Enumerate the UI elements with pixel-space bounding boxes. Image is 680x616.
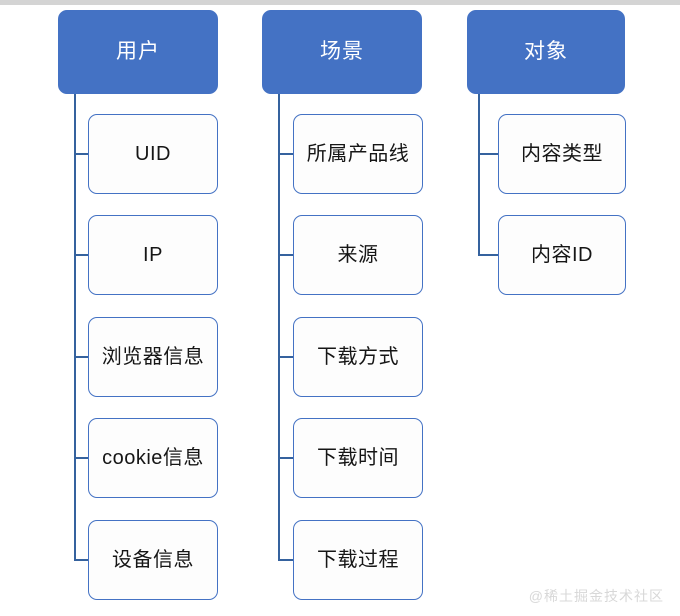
tree-root-object[interactable]: 对象 [467, 10, 625, 94]
tree-root-label: 对象 [524, 40, 568, 64]
tree-root-label: 场景 [320, 40, 364, 64]
tree-leaf-label: 下载过程 [317, 549, 399, 571]
tree-leaf-label: 设备信息 [112, 549, 194, 571]
connector-stem-object [478, 94, 480, 255]
tree-leaf-user-1[interactable]: IP [88, 215, 218, 295]
connector-branch-user-2 [74, 356, 88, 358]
connector-branch-user-3 [74, 457, 88, 459]
connector-branch-object-1 [478, 254, 498, 256]
tree-leaf-label: 内容ID [531, 244, 593, 266]
tree-leaf-label: 内容类型 [521, 143, 603, 165]
tree-leaf-label: 下载时间 [317, 447, 399, 469]
tree-leaf-label: 来源 [337, 244, 379, 266]
watermark: @稀土掘金技术社区 [528, 588, 664, 604]
tree-leaf-scene-0[interactable]: 所属产品线 [293, 114, 423, 194]
connector-branch-scene-3 [278, 457, 293, 459]
tree-leaf-user-0[interactable]: UID [88, 114, 218, 194]
tree-leaf-label: 所属产品线 [306, 143, 410, 165]
connector-branch-scene-0 [278, 153, 293, 155]
connector-stem-scene [278, 94, 280, 560]
tree-leaf-object-1[interactable]: 内容ID [498, 215, 626, 295]
connector-branch-scene-2 [278, 356, 293, 358]
connector-branch-user-4 [74, 559, 88, 561]
tree-leaf-user-3[interactable]: cookie信息 [88, 418, 218, 498]
tree-leaf-scene-2[interactable]: 下载方式 [293, 317, 423, 397]
tree-root-user[interactable]: 用户 [58, 10, 218, 94]
tree-leaf-label: UID [135, 143, 171, 165]
connector-branch-user-1 [74, 254, 88, 256]
tree-leaf-scene-4[interactable]: 下载过程 [293, 520, 423, 600]
connector-branch-scene-4 [278, 559, 293, 561]
tree-root-scene[interactable]: 场景 [262, 10, 422, 94]
connector-branch-object-0 [478, 153, 498, 155]
connector-branch-scene-1 [278, 254, 293, 256]
tree-root-label: 用户 [116, 40, 160, 64]
tree-leaf-user-2[interactable]: 浏览器信息 [88, 317, 218, 397]
connector-branch-user-0 [74, 153, 88, 155]
tree-leaf-label: 下载方式 [317, 346, 399, 368]
connector-stem-user [74, 94, 76, 560]
tree-leaf-label: cookie信息 [102, 447, 204, 469]
tree-leaf-scene-1[interactable]: 来源 [293, 215, 423, 295]
tree-leaf-scene-3[interactable]: 下载时间 [293, 418, 423, 498]
tree-leaf-object-0[interactable]: 内容类型 [498, 114, 626, 194]
top-edge-strip [0, 0, 680, 5]
tree-leaf-label: IP [143, 244, 163, 266]
tree-leaf-user-4[interactable]: 设备信息 [88, 520, 218, 600]
tree-leaf-label: 浏览器信息 [101, 346, 205, 368]
